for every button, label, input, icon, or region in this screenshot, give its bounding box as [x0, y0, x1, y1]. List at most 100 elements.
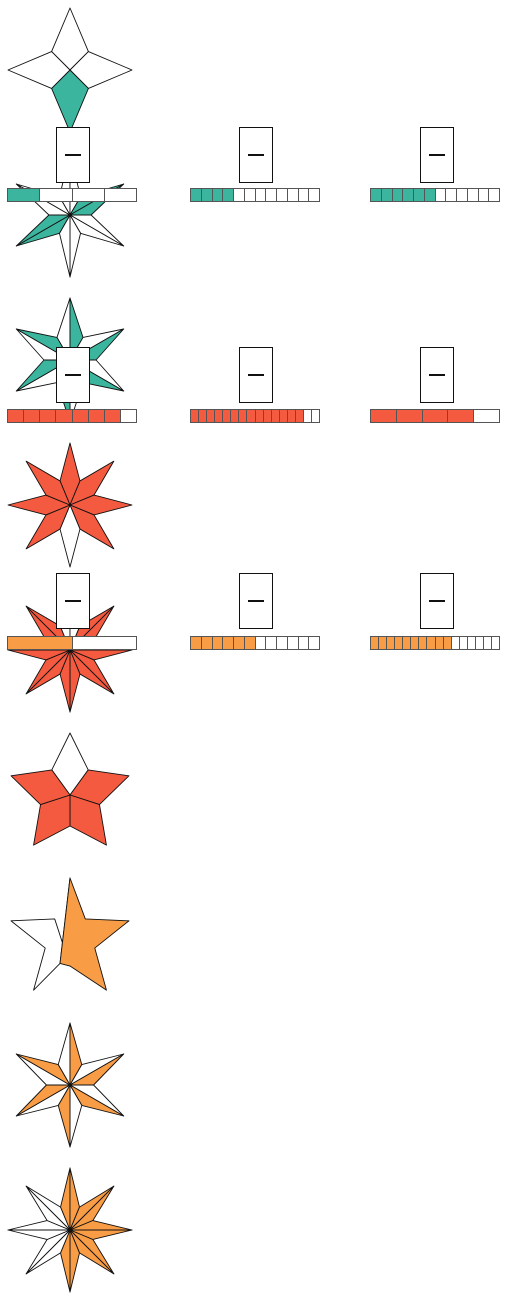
bar-segment-empty [121, 410, 136, 422]
bar-segment-shaded [207, 410, 215, 422]
bar-segment-shaded [280, 410, 288, 422]
bar-segment-empty [245, 189, 256, 201]
bar-segment-shaded [444, 637, 452, 649]
bar-segment-shaded [8, 410, 24, 422]
fraction-bar [370, 636, 500, 650]
fraction-line [65, 600, 81, 602]
answer-box[interactable] [420, 127, 454, 183]
bar-segment-shaded [256, 410, 264, 422]
bar-segment-shaded [427, 637, 435, 649]
bar-segment-empty [234, 189, 245, 201]
bar-segment-shaded [191, 637, 202, 649]
fraction-line [248, 600, 264, 602]
bar-segment-shaded [382, 189, 393, 201]
bar-segment-empty [288, 637, 299, 649]
bar-segment-shaded [425, 189, 436, 201]
fraction-item [0, 1160, 511, 1305]
bar-segment-empty [460, 637, 468, 649]
bar-segment-shaded [223, 189, 234, 201]
bar-segment-shaded [199, 410, 207, 422]
bar-segment-shaded [73, 410, 89, 422]
fraction-star [0, 0, 140, 140]
bar-segment-shaded [397, 410, 423, 422]
bar-segment-shaded [8, 637, 73, 649]
bar-segment-shaded [423, 410, 449, 422]
bar-segment-shaded [239, 410, 247, 422]
answer-box[interactable] [56, 573, 90, 629]
bar-segment-empty [492, 637, 499, 649]
bar-segment-shaded [223, 637, 234, 649]
fraction-item [0, 870, 511, 1015]
bar-segment-empty [299, 637, 310, 649]
answer-box[interactable] [56, 347, 90, 403]
bar-segment-empty [277, 189, 288, 201]
fraction-star [0, 435, 140, 575]
bar-segment-shaded [371, 410, 397, 422]
bar-segment-empty [457, 189, 468, 201]
bar-segment-empty [73, 189, 105, 201]
answer-box[interactable] [239, 127, 273, 183]
bar-segment-shaded [213, 637, 224, 649]
bar-segment-shaded [89, 410, 105, 422]
bar-segment-shaded [191, 189, 202, 201]
bar-segment-shaded [202, 637, 213, 649]
fraction-star [0, 1015, 140, 1155]
bar-segment-shaded [247, 410, 255, 422]
bar-segment-empty [256, 637, 267, 649]
bar-segment-empty [476, 637, 484, 649]
bar-segment-empty [40, 189, 72, 201]
bar-segment-shaded [448, 410, 474, 422]
fraction-bar [7, 409, 137, 423]
star-piece-shaded [60, 878, 129, 990]
fraction-item [0, 0, 511, 145]
bar-segment-shaded [403, 189, 414, 201]
bar-segment-empty [304, 410, 312, 422]
bar-segment-shaded [371, 189, 382, 201]
answer-box[interactable] [420, 347, 454, 403]
bar-segment-empty [266, 637, 277, 649]
fraction-line [248, 374, 264, 376]
bar-segment-shaded [371, 637, 379, 649]
bar-segment-empty [309, 637, 319, 649]
bar-segment-shaded [213, 189, 224, 201]
bar-segment-empty [312, 410, 319, 422]
bar-segment-shaded [379, 637, 387, 649]
bar-segment-shaded [436, 637, 444, 649]
bar-segment-shaded [105, 410, 121, 422]
fraction-bar [190, 409, 320, 423]
bar-segment-shaded [403, 637, 411, 649]
fraction-line [429, 374, 445, 376]
answer-box[interactable] [420, 573, 454, 629]
fraction-line [429, 154, 445, 156]
answer-box[interactable] [56, 127, 90, 183]
fraction-item [0, 1015, 511, 1160]
bar-segment-empty [73, 637, 137, 649]
answer-box[interactable] [239, 573, 273, 629]
bar-segment-empty [256, 189, 267, 201]
fraction-bar [370, 188, 500, 202]
bar-segment-shaded [234, 637, 245, 649]
fraction-bar [7, 636, 137, 650]
fraction-star [0, 1160, 140, 1300]
bar-segment-shaded [264, 410, 272, 422]
bar-segment-shaded [191, 410, 199, 422]
bar-segment-shaded [387, 637, 395, 649]
bar-segment-shaded [8, 189, 40, 201]
bar-segment-empty [474, 410, 499, 422]
bar-segment-empty [479, 189, 490, 201]
bar-segment-empty [266, 189, 277, 201]
bar-segment-shaded [296, 410, 304, 422]
star-piece-empty [11, 878, 70, 990]
bar-segment-empty [299, 189, 310, 201]
bar-segment-shaded [419, 637, 427, 649]
bar-segment-shaded [24, 410, 40, 422]
bar-segment-shaded [393, 189, 404, 201]
bar-segment-shaded [223, 410, 231, 422]
fraction-line [429, 600, 445, 602]
bar-segment-empty [446, 189, 457, 201]
bar-segment-empty [277, 637, 288, 649]
fraction-line [65, 154, 81, 156]
answer-box[interactable] [239, 347, 273, 403]
fraction-bar [7, 188, 137, 202]
fraction-star [0, 725, 140, 865]
